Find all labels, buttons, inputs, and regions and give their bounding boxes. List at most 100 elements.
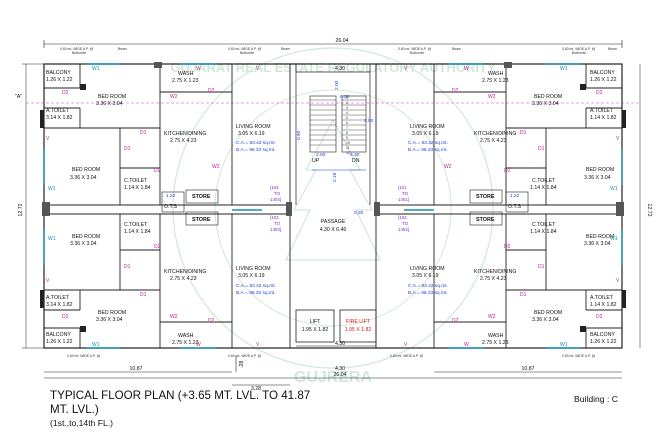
structural-columns <box>40 62 626 332</box>
svg-text:KITCHEN/DINING: KITCHEN/DINING <box>474 131 516 137</box>
svg-text:W2: W2 <box>444 164 452 170</box>
svg-text:D2: D2 <box>452 318 459 324</box>
svg-text:1402]: 1402] <box>398 227 409 232</box>
stair-treads <box>310 99 366 146</box>
dim-stair-d: 2.18 <box>332 172 338 182</box>
svg-text:A.TOILET: A.TOILET <box>590 108 614 114</box>
fire-lift-label: FIRE LIFT <box>346 319 371 325</box>
svg-text:BALCONY: BALCONY <box>46 332 71 338</box>
svg-text:W2: W2 <box>170 94 178 100</box>
right-bottom-flat: STORE C.TOILET 1.14 X 1.84 BED ROOM 3.36… <box>408 211 617 346</box>
stair-step-numbers: 1 2 3 4 5 6 7 8 9 10 11 12 <box>346 96 350 155</box>
svg-text:D2: D2 <box>154 168 161 174</box>
svg-text:W1: W1 <box>560 342 568 348</box>
note-road-7: 0.60 mt. WIDE A.P. @ <box>390 354 424 358</box>
fire-lift-dim: 1.95 X 1.82 <box>345 327 372 333</box>
svg-text:W2: W2 <box>170 314 178 320</box>
svg-text:BED ROOM: BED ROOM <box>98 94 126 100</box>
svg-text:W1: W1 <box>610 236 618 242</box>
rera-watermark: GUJRERA GUJARAT REAL ESTATE REGULATORY A… <box>170 47 496 386</box>
note-road-2: 0.60 mt. WIDE A.P. @ <box>228 47 262 51</box>
stair-up-label: UP <box>312 158 320 164</box>
svg-text:3.05 X 6.19: 3.05 X 6.19 <box>238 131 265 137</box>
svg-text:W1: W1 <box>48 186 56 192</box>
svg-text:D1: D1 <box>520 292 527 298</box>
svg-text:W: W <box>196 342 201 348</box>
section-marker-label: "A" <box>15 94 22 100</box>
dim-passage-bottom: 4.30 <box>335 366 345 372</box>
note-road-3: 0.60 mt. WIDE A.P. @ <box>398 47 432 51</box>
svg-text:[101: [101 <box>398 185 407 190</box>
svg-text:LIVING ROOM: LIVING ROOM <box>410 124 445 130</box>
svg-text:W1: W1 <box>48 236 56 242</box>
svg-text:2.75 X 1.23: 2.75 X 1.23 <box>482 340 509 346</box>
note-road-2b: Bottomlvl <box>240 51 254 55</box>
svg-text:3.36 X 3.04: 3.36 X 3.04 <box>584 241 611 247</box>
svg-text:TO: TO <box>402 221 409 226</box>
svg-text:5: 5 <box>346 116 348 120</box>
note-road-5: 0.60 mt. WIDE A.P. @ <box>67 354 101 358</box>
svg-text:D2: D2 <box>596 90 603 96</box>
svg-text:STORE: STORE <box>192 217 211 223</box>
svg-text:B.A.= 98.33 sq.mt.: B.A.= 98.33 sq.mt. <box>408 290 448 296</box>
door-window-marks: W1 W1 W W D2 D2 W2 D2 D2 W2 D1 D1 D1 D1 … <box>46 66 620 348</box>
top-notes: 0.60 mt. WIDE A.P. @ Bottomlvl Beam 0.60… <box>60 47 617 358</box>
svg-text:WASH: WASH <box>488 333 504 339</box>
svg-text:D2: D2 <box>62 90 69 96</box>
svg-text:TO: TO <box>402 191 409 196</box>
svg-text:3: 3 <box>346 106 348 110</box>
svg-text:WASH: WASH <box>178 71 194 77</box>
svg-text:W1: W1 <box>92 342 100 348</box>
svg-text:C.TOILET: C.TOILET <box>124 222 148 228</box>
svg-text:[104: [104 <box>270 185 279 190</box>
svg-text:3.36 X 3.04: 3.36 X 3.04 <box>96 317 123 323</box>
passage-label: PASSAGE <box>321 219 346 225</box>
svg-text:W: W <box>196 66 201 72</box>
dim-stair-f: 0.30 <box>340 94 350 100</box>
svg-text:11: 11 <box>346 146 350 150</box>
svg-text:2.75 X 4.23: 2.75 X 4.23 <box>480 138 507 144</box>
svg-text:D1: D1 <box>520 130 527 136</box>
svg-text:3.36 X 3.04: 3.36 X 3.04 <box>532 101 559 107</box>
svg-text:C.A.= 83.42 sq.mt.: C.A.= 83.42 sq.mt. <box>408 283 448 289</box>
dim-stair-b: 2.00 <box>364 118 374 124</box>
svg-text:BED ROOM: BED ROOM <box>534 310 562 316</box>
lift-label: LIFT <box>310 319 321 325</box>
svg-text:C.A.= 83.42 sq.mt.: C.A.= 83.42 sq.mt. <box>236 283 276 289</box>
dim-bottom-gap: .28 <box>239 361 245 368</box>
svg-text:WASH: WASH <box>178 333 194 339</box>
note-road-8: 0.60 mt. WIDE A.P. @ <box>562 354 596 358</box>
svg-text:C.A.= 83.42 sq.mt.: C.A.= 83.42 sq.mt. <box>408 140 448 146</box>
svg-text:BED ROOM: BED ROOM <box>98 310 126 316</box>
passage-dim: 4.30 X 6.46 <box>320 227 347 233</box>
svg-text:D2: D2 <box>62 314 69 320</box>
plan-title-line1: TYPICAL FLOOR PLAN (+3.65 MT. LVL. TO 41… <box>50 389 311 402</box>
svg-text:1.14 X 1.84: 1.14 X 1.84 <box>530 229 557 235</box>
svg-text:W1: W1 <box>560 66 568 72</box>
svg-text:9: 9 <box>346 136 348 140</box>
dim-center-bottom: 4.30 <box>335 341 345 347</box>
svg-text:1.22: 1.22 <box>166 193 176 199</box>
svg-text:10: 10 <box>346 141 350 145</box>
svg-text:B.A.= 98.33 sq.mt.: B.A.= 98.33 sq.mt. <box>236 290 276 296</box>
svg-text:D1: D1 <box>124 146 131 152</box>
unit-numbers: [104 TO 1404] [103 TO 1403] [101 TO 1401… <box>270 185 409 232</box>
svg-text:BED ROOM: BED ROOM <box>72 234 100 240</box>
svg-text:3.36 X 3.04: 3.36 X 3.04 <box>70 175 97 181</box>
svg-text:1.14 X 1.84: 1.14 X 1.84 <box>124 185 151 191</box>
overall-dimension-top: 26.04 <box>43 38 623 48</box>
svg-text:BALCONY: BALCONY <box>590 332 615 338</box>
svg-text:A.TOILET: A.TOILET <box>590 295 614 301</box>
svg-text:LIVING ROOM: LIVING ROOM <box>236 124 271 130</box>
lift-dim: 1.95 X 1.82 <box>302 327 329 333</box>
svg-text:KITCHEN/DINING: KITCHEN/DINING <box>164 131 206 137</box>
dim-stair-e: 6.30 <box>350 152 360 158</box>
svg-text:3.14 X 1.82: 3.14 X 1.82 <box>46 302 73 308</box>
note-road-6: 0.60 mt. WIDE A.P. @ <box>228 354 262 358</box>
dim-center-top: 4.30 <box>335 66 345 72</box>
svg-text:3.05 X 6.19: 3.05 X 6.19 <box>412 273 439 279</box>
svg-text:V: V <box>404 342 408 348</box>
svg-text:D2: D2 <box>452 88 459 94</box>
svg-text:2.75 X 4.23: 2.75 X 4.23 <box>170 138 197 144</box>
